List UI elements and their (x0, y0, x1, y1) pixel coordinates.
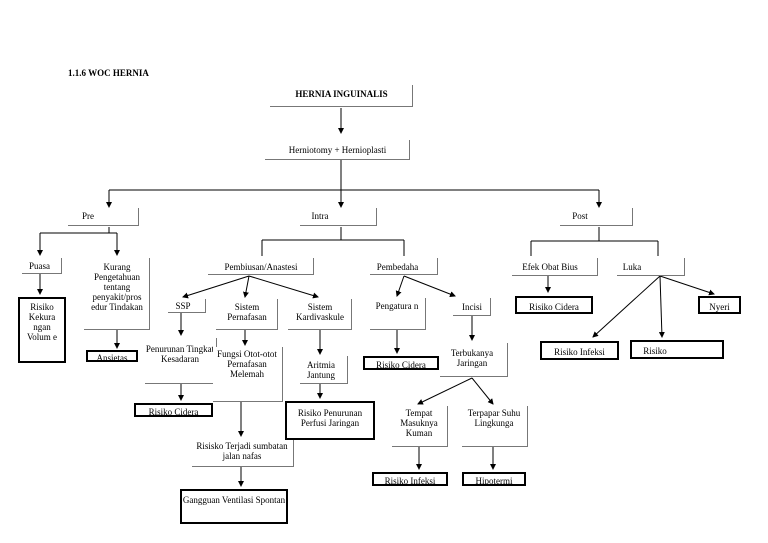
intra-terbukanya-box (440, 343, 508, 377)
intra-incisi-label: Incisi (462, 302, 482, 312)
pre-risiko-kekurangan-label: Risiko Kekura ngan Volum e (26, 302, 58, 342)
intra-aritmia-box (300, 356, 348, 384)
intra-ssp-label: SSP (175, 301, 191, 311)
intra-fungsi-otot-label: Fungsi Otot-otot Pernafasan Melemah (217, 349, 277, 379)
post-risiko-cidera-label: Risiko Cidera (529, 302, 579, 312)
intra-risiko-perfusi-box: Risiko Penurunan Perfusi Jaringan (285, 401, 375, 440)
post-risiko-box: Risiko (630, 340, 724, 359)
intra-pernafasan-label: Sistem Pernafasan (227, 302, 267, 322)
intra-kardiovaskuler-label: Sistem Kardivaskule (296, 302, 344, 322)
phase-pre-label: Pre (82, 211, 94, 221)
intra-penurunan-kesadaran-label: Penurunan Tingkat Kesadaran (145, 344, 215, 364)
post-efek-obat-label: Efek Obat Bius (522, 262, 578, 272)
intra-risiko-perfusi-label: Risiko Penurunan Perfusi Jaringan (297, 408, 363, 428)
pre-ansietas-box: Ansietas (86, 350, 138, 362)
root-node-box (270, 85, 413, 107)
intra-risiko-infeksi-box: Risiko Infeksi (372, 472, 448, 486)
pre-puasa-box (22, 258, 62, 274)
intra-pembedahan-label: Pembedaha (376, 262, 419, 272)
intra-pengaturan-label: Pengatura n (375, 301, 419, 311)
intra-fungsi-otot-box (213, 347, 283, 402)
intra-hipotermi-label: Hipotermi (475, 476, 513, 486)
pre-kurang-pengetahuan-label: Kurang Pengetahuan tentang penyakit/pros… (91, 262, 143, 312)
intra-terbukanya-label: Terbukanya Jaringan (450, 348, 494, 368)
intra-risiko-sumbatan-label: Risisko Terjadi sumbatan jalan nafas (196, 441, 288, 461)
intra-risiko-cidera-pengaturan-box: Risiko Cidera (363, 356, 439, 370)
intra-hipotermi-box: Hipotermi (462, 472, 526, 486)
phase-post-label: Post (572, 211, 588, 221)
intra-gangguan-ventilasi-label: Gangguan Ventilasi Spontan (182, 495, 286, 505)
intra-gangguan-ventilasi-box (180, 489, 288, 524)
intra-risiko-cidera-ssp-label: Risiko Cidera (148, 407, 199, 417)
post-risiko-infeksi-box: Risiko Infeksi (540, 341, 619, 360)
intra-pembiusan-box (208, 258, 314, 275)
intra-pembedahan-box (370, 258, 438, 275)
pre-puasa-label: Puasa (29, 261, 50, 271)
intra-tempat-masuk-label: Tempat Masuknya Kuman (400, 408, 438, 438)
post-risiko-label: Risiko (643, 346, 667, 356)
intra-risiko-infeksi-label: Risiko Infeksi (384, 476, 436, 486)
document-heading: 1.1.6 WOC HERNIA (68, 68, 149, 78)
phase-pre-box (68, 208, 139, 226)
procedure-node-box (265, 140, 410, 160)
intra-pembiusan-label: Pembiusan/Anastesi (224, 262, 298, 272)
intra-aritmia-label: Aritmia Jantung (307, 360, 335, 380)
post-nyeri-box: Nyeri (698, 296, 741, 314)
procedure-node-label: Herniotomy + Hernioplasti (288, 145, 387, 155)
post-luka-label: Luka (622, 262, 642, 272)
intra-risiko-sumbatan-box (192, 438, 294, 467)
pre-ansietas-label: Ansietas (96, 353, 128, 362)
post-luka-box (617, 258, 685, 276)
phase-intra-label: Intra (311, 211, 329, 221)
intra-risiko-cidera-pengaturan-label: Risiko Cidera (376, 360, 426, 370)
intra-risiko-cidera-ssp-box: Risiko Cidera (134, 403, 213, 417)
post-nyeri-label: Nyeri (709, 302, 730, 312)
phase-intra-box (300, 208, 377, 226)
post-risiko-cidera-box: Risiko Cidera (515, 296, 593, 314)
pre-kurang-pengetahuan-box (84, 258, 150, 330)
intra-pengaturan-box (370, 298, 426, 330)
root-node-label: HERNIA INGUINALIS (295, 89, 388, 99)
pre-risiko-kekurangan-box: Risiko Kekura ngan Volum e (18, 297, 66, 363)
intra-terpapar-box (462, 406, 528, 447)
post-efek-obat-box (512, 258, 598, 276)
intra-terpapar-label: Terpapar Suhu Lingkunga (467, 408, 521, 428)
intra-incisi-box (453, 298, 491, 316)
phase-post-box (560, 208, 633, 226)
intra-tempat-masuk-box (392, 406, 448, 447)
intra-kardiovaskuler-box (288, 299, 352, 330)
intra-pernafasan-box (216, 299, 278, 330)
intra-ssp-box (168, 299, 206, 313)
post-risiko-infeksi-label: Risiko Infeksi (554, 347, 605, 357)
